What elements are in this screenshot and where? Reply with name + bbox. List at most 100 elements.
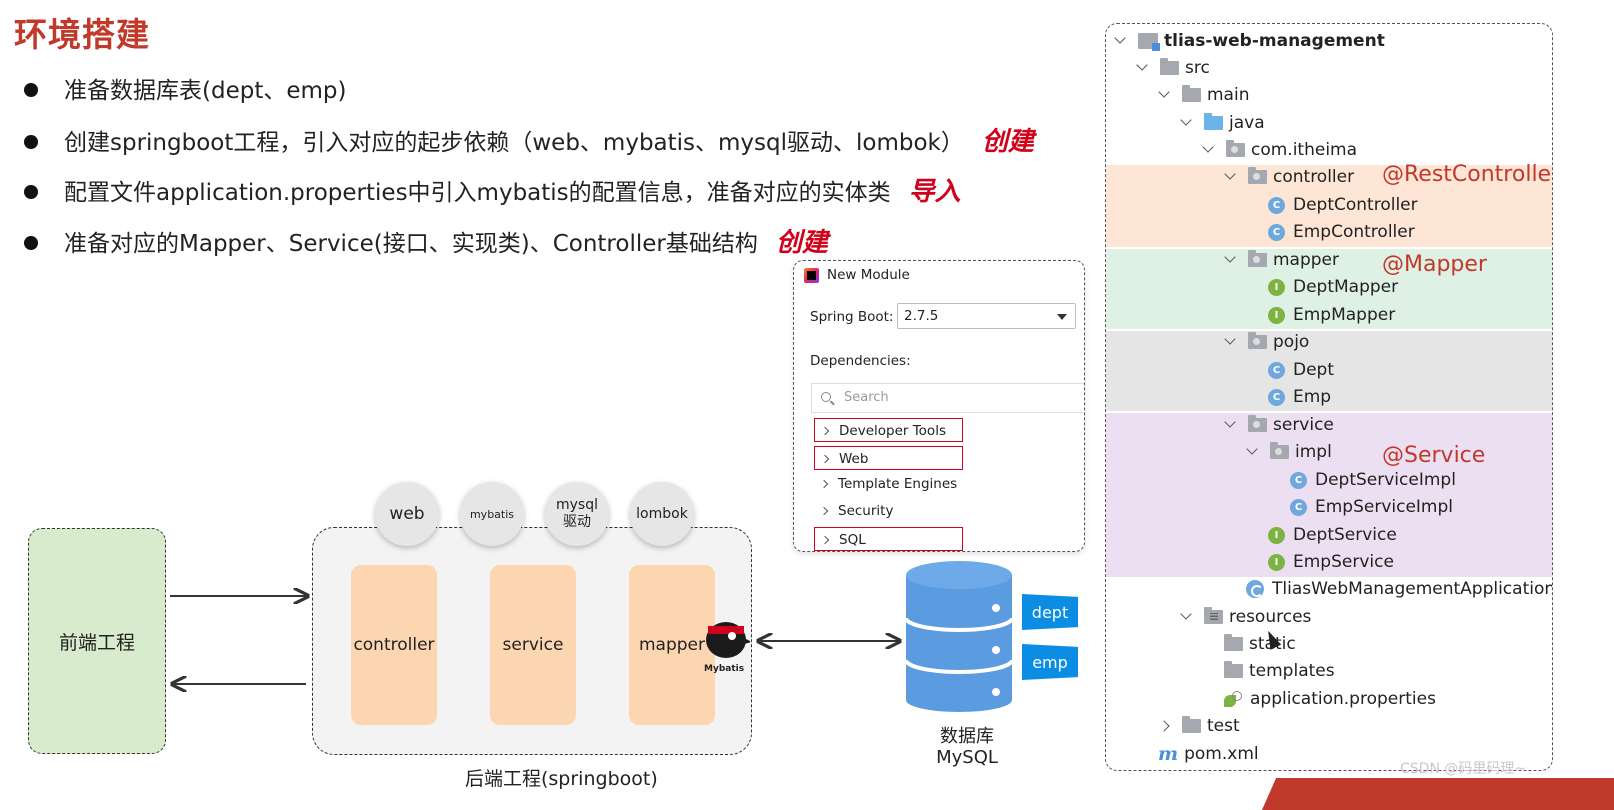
tree-node-project[interactable]: tlias-web-management [1114,28,1385,54]
frontend-label: 前端工程 [58,631,135,654]
bullet-item: 准备数据库表(dept、emp) [24,74,346,108]
backend-label: 后端工程(springboot) [465,768,658,790]
tree-label: tlias-web-management [1164,31,1385,51]
tree-label: Dept [1293,360,1335,380]
tree-node-main[interactable]: main [1158,82,1250,108]
tree-node-interface[interactable]: I EmpService [1268,549,1394,575]
tree-node-mapper[interactable]: mapper [1224,247,1339,273]
table-dept: dept [1022,594,1078,630]
tree-label: resources [1229,607,1312,627]
dep-group-web[interactable]: Web [814,446,963,470]
tree-label: DeptServiceImpl [1315,470,1456,490]
tree-node-src[interactable]: src [1136,55,1210,81]
tree-node-service[interactable]: service [1224,412,1334,438]
table-emp: emp [1022,644,1078,680]
tree-node-java[interactable]: java [1180,110,1265,136]
tree-node-properties[interactable]: application.properties [1224,686,1436,712]
mybatis-bird-icon [706,622,752,658]
tree-node-pojo[interactable]: pojo [1224,329,1310,355]
dependency-web: web [375,482,439,546]
tree-node-test[interactable]: test [1158,713,1240,739]
dep-group-sql[interactable]: SQL [814,527,963,551]
tree-node-class[interactable]: C Dept [1268,357,1334,383]
interface-icon: I [1268,306,1285,324]
chevron-down-icon [1158,86,1170,98]
interface-icon: I [1268,278,1285,296]
tree-label: EmpService [1293,552,1394,572]
tree-label: DeptMapper [1293,277,1399,297]
class-icon: C [1290,498,1307,516]
module-icon [1138,33,1160,51]
tree-node-package[interactable]: com.itheima [1202,137,1357,163]
bullet-dot [24,184,38,199]
dep-group-label: Web [839,451,869,467]
bullet-item: 配置文件application.properties中引入mybatis的配置信… [24,175,961,209]
bullet-text: 创建springboot工程，引入对应的起步依赖（web、mybatis、mys… [64,130,964,156]
tree-node-controller[interactable]: controller [1224,164,1355,190]
pojo-band [1106,331,1552,411]
dep-group-developer-tools[interactable]: Developer Tools [814,418,963,442]
tree-label: static [1249,634,1296,654]
dep-group-label: Developer Tools [839,423,946,439]
spring-boot-app-icon [1246,580,1264,598]
dep-group-label: Template Engines [838,476,958,492]
tree-label: main [1207,85,1250,105]
dep-group-label: Security [838,503,894,519]
interface-icon: I [1268,553,1285,571]
class-icon: C [1268,388,1285,406]
package-icon [1248,250,1267,267]
class-icon: C [1290,471,1307,489]
chevron-right-icon [819,479,829,489]
dep-group-template-engines[interactable]: Template Engines [814,472,957,496]
spring-boot-version: 2.7.5 [904,308,939,324]
database-icon [904,561,1014,712]
dependency-search-input[interactable]: Search [811,383,1084,413]
tree-node-resources[interactable]: resources [1180,604,1312,630]
dependency-mybatis: mybatis [460,482,524,546]
tree-label: controller [1273,167,1355,187]
tree-label: pojo [1273,332,1310,352]
maven-icon: m [1158,743,1179,765]
class-icon: C [1268,361,1285,379]
tree-node-application[interactable]: TliasWebManagementApplication [1246,576,1552,602]
chevron-down-icon [1180,114,1192,126]
layer-label: controller [353,635,435,655]
folder-icon [1224,634,1243,651]
properties-file-icon [1224,691,1242,707]
tree-node-class[interactable]: C DeptServiceImpl [1290,467,1456,493]
bullet-item: 创建springboot工程，引入对应的起步依赖（web、mybatis、mys… [24,125,1034,159]
tree-label: service [1273,415,1334,435]
tree-label: application.properties [1250,689,1436,709]
folder-icon [1160,58,1179,75]
chevron-down-icon [1202,141,1214,153]
package-icon [1248,332,1267,349]
dependency-lombok: lombok [630,482,694,546]
new-module-dialog: New Module Spring Boot: 2.7.5 Dependenci… [793,260,1085,552]
search-icon [821,392,831,402]
tree-node-templates[interactable]: templates [1224,658,1335,684]
folder-icon [1224,661,1243,678]
chevron-down-icon [1246,443,1258,455]
resources-folder-icon [1204,607,1223,624]
tree-label: src [1185,58,1210,78]
chevron-right-icon [820,535,830,545]
tree-node-interface[interactable]: I DeptMapper [1268,274,1398,300]
folder-icon [1182,85,1201,102]
dependencies-label: Dependencies: [810,353,911,369]
tree-node-static[interactable]: static [1224,631,1296,657]
tree-label: templates [1249,661,1335,681]
package-icon [1248,167,1267,184]
chevron-down-icon [1224,416,1236,428]
controller-band [1106,165,1552,247]
layer-label: service [502,635,564,655]
tree-node-impl[interactable]: impl [1246,439,1332,465]
spring-boot-version-select[interactable]: 2.7.5 [897,303,1076,329]
dep-group-security[interactable]: Security [814,499,893,523]
